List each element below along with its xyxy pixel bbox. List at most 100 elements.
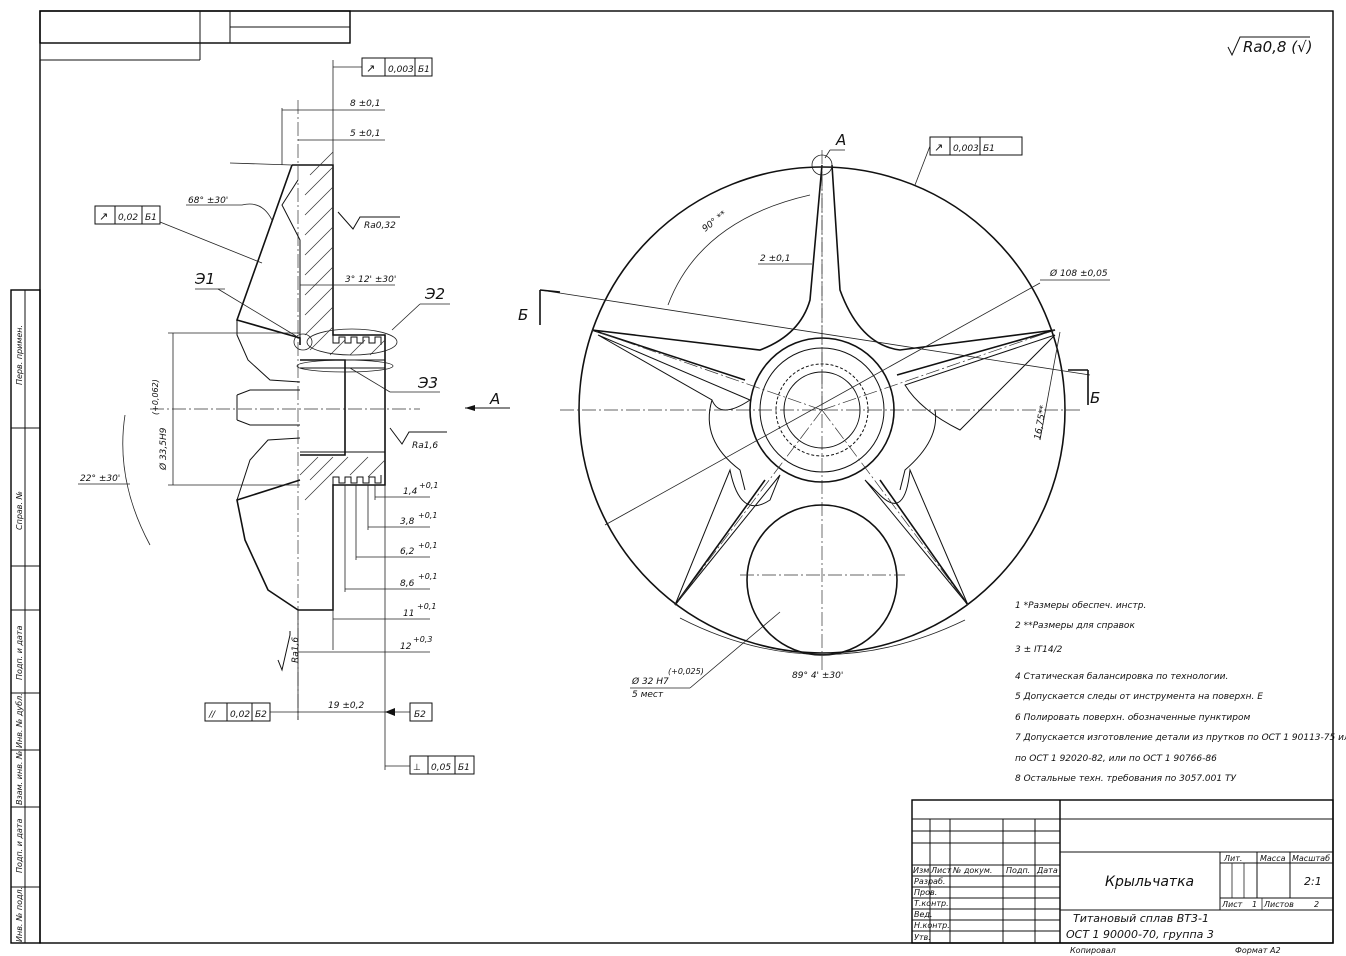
front-dimensions: А ↗ 0,003 Б1 90° ** Ø 108 ±0,05 2 ±0,1 Ø… [518, 131, 1110, 700]
svg-text:+0,1: +0,1 [418, 572, 437, 581]
svg-text:+0,1: +0,1 [417, 602, 436, 611]
svg-text:89° 4' ±30': 89° 4' ±30' [792, 671, 843, 681]
svg-text:1: 1 [1252, 900, 1257, 909]
note-8: 8 Остальные техн. требования по 3057.001… [1015, 774, 1236, 784]
title-block: Изм. Лист № докум. Подп. Дата Разраб. Пр… [911, 799, 1334, 955]
note-4: 4 Статическая балансировка по технологии… [1015, 672, 1228, 682]
svg-text:↗: ↗ [934, 141, 943, 154]
svg-text:↗: ↗ [366, 62, 375, 75]
svg-text:Подп.: Подп. [1006, 866, 1030, 875]
svg-text:0,003: 0,003 [388, 65, 414, 75]
svg-text:Ø 108 ±0,05: Ø 108 ±0,05 [1049, 268, 1108, 279]
svg-text:Лист: Лист [930, 866, 952, 875]
svg-text:Листов: Листов [1263, 900, 1294, 909]
svg-text:⊥: ⊥ [413, 763, 421, 773]
svg-text:Ra0,8 (√): Ra0,8 (√) [1243, 38, 1313, 56]
section-view [150, 100, 420, 720]
svg-text:Б: Б [518, 306, 528, 324]
svg-text:Ra0,32: Ra0,32 [364, 221, 396, 231]
svg-text:Б: Б [1090, 389, 1100, 407]
stamp-label-4: Инв. № дубл. [15, 693, 24, 748]
svg-text:+0,3: +0,3 [413, 635, 432, 644]
note-7: 7 Допускается изготовление детали из пру… [1015, 733, 1346, 743]
svg-text:Ra1,6: Ra1,6 [291, 637, 301, 663]
svg-text:Вед.: Вед. [914, 910, 932, 919]
stamp-label-5: Взам. инв. № [15, 751, 24, 805]
svg-text:0,003: 0,003 [953, 144, 979, 154]
svg-text:2 ±0,1: 2 ±0,1 [760, 254, 790, 264]
svg-text:2:1: 2:1 [1304, 875, 1322, 888]
svg-text:0,02: 0,02 [118, 213, 138, 223]
svg-text:3° 12' ±30': 3° 12' ±30' [345, 275, 396, 285]
svg-text:Копировал: Копировал [1070, 946, 1116, 955]
svg-text:68° ±30': 68° ±30' [188, 196, 228, 206]
svg-text:Т.контр.: Т.контр. [914, 899, 949, 908]
svg-text:Б1: Б1 [418, 65, 430, 75]
front-view [560, 150, 1080, 670]
svg-text:Ra1,6: Ra1,6 [412, 441, 438, 451]
svg-text:Лист: Лист [1221, 900, 1243, 909]
svg-text:Б2: Б2 [255, 710, 267, 720]
svg-text:+0,1: +0,1 [419, 481, 438, 490]
section-dimensions: ↗ 0,003 Б1 8 ±0,1 5 ±0,1 68° ±30' ↗ 0,02… [78, 57, 510, 775]
drawing-frame [39, 10, 1334, 944]
svg-text:22° ±30': 22° ±30' [80, 474, 120, 484]
side-stamp: Перв. примен. Справ. № Подп. и дата Инв.… [10, 289, 41, 944]
svg-text:Б1: Б1 [983, 144, 995, 154]
perp-tol-frame [409, 755, 475, 775]
svg-text:Б1: Б1 [458, 763, 470, 773]
svg-text:Б1: Б1 [145, 213, 157, 223]
note-5: 5 Допускается следы от инструмента на по… [1015, 692, 1263, 702]
base-b2-frame [409, 702, 433, 722]
svg-text:Н.контр.: Н.контр. [914, 921, 950, 930]
svg-text:Ø 33,5H9: Ø 33,5H9 [158, 427, 169, 471]
note-6: 6 Полировать поверхн. обозначенные пункт… [1015, 713, 1251, 723]
svg-text:12: 12 [400, 642, 412, 652]
material-line-1: Титановый сплав ВТ3-1 [1073, 912, 1209, 925]
svg-text:А: А [489, 390, 500, 408]
runout-top-frame [361, 57, 433, 77]
stamp-label-3: Подп. и дата [15, 625, 24, 680]
svg-text:0,05: 0,05 [431, 763, 451, 773]
svg-text:Утв.: Утв. [914, 933, 931, 942]
svg-text:Пров.: Пров. [914, 888, 937, 897]
svg-text:Разраб.: Разраб. [914, 877, 945, 886]
svg-text:2: 2 [1314, 900, 1319, 909]
svg-text:0,02: 0,02 [230, 710, 250, 720]
svg-text:3,8: 3,8 [400, 517, 415, 527]
svg-text:+0,1: +0,1 [418, 541, 437, 550]
note-2: 2 **Размеры для справок [1015, 621, 1135, 631]
svg-text:Масса: Масса [1260, 854, 1286, 863]
svg-text:1,4: 1,4 [403, 487, 418, 497]
svg-text:А: А [835, 131, 846, 149]
material-line-2: ОСТ 1 90000-70, группа 3 [1066, 928, 1214, 941]
svg-text:Э1: Э1 [194, 270, 215, 288]
svg-text:19 ±0,2: 19 ±0,2 [328, 701, 364, 711]
technical-notes: 1 *Размеры обеспеч. инстр. 2 **Размеры д… [1015, 601, 1346, 784]
svg-text:5 ±0,1: 5 ±0,1 [350, 129, 380, 139]
svg-text:16,75**: 16,75** [1033, 404, 1049, 440]
part-name: Крыльчатка [1105, 874, 1194, 890]
note-7b: по ОСТ 1 92020-82, или по ОСТ 1 90766-86 [1015, 754, 1217, 764]
svg-text:№ докум.: № докум. [952, 866, 992, 875]
stamp-label-7: Инв. № подл. [15, 887, 24, 942]
stamp-label-2: Справ. № [15, 491, 24, 530]
svg-text://: // [208, 710, 216, 720]
svg-text:+0,1: +0,1 [418, 511, 437, 520]
roughness-general: Ra0,8 (√) [1227, 36, 1313, 57]
svg-text:11: 11 [403, 609, 414, 619]
svg-text:(+0,062): (+0,062) [151, 379, 160, 415]
svg-text:5 мест: 5 мест [632, 690, 664, 700]
note-3: 3 ± IT14/2 [1015, 645, 1063, 655]
svg-text:Б2: Б2 [414, 710, 426, 720]
svg-text:Ø 32 H7: Ø 32 H7 [631, 676, 669, 687]
svg-text:Изм.: Изм. [913, 866, 932, 875]
svg-text:↗: ↗ [99, 210, 108, 223]
svg-text:Дата: Дата [1036, 866, 1058, 875]
runout-left-frame [94, 205, 161, 225]
stamp-label-1: Перв. примен. [15, 325, 24, 385]
svg-text:(+0,025): (+0,025) [668, 667, 704, 676]
stamp-label-6: Подп. и дата [15, 818, 24, 873]
svg-text:Э3: Э3 [417, 374, 438, 392]
